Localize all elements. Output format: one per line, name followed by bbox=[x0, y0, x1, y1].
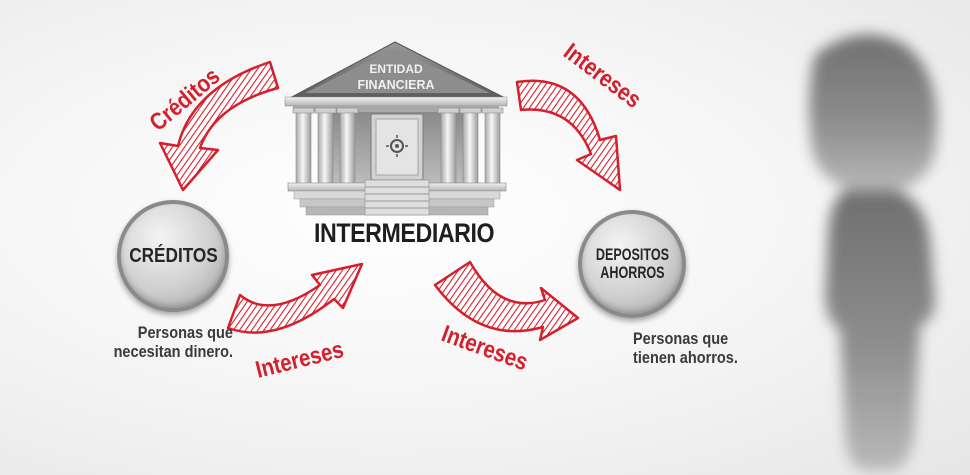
depositos-title-line2: AHORROS bbox=[599, 263, 665, 282]
creditos-node: CRÉDITOS bbox=[117, 200, 229, 312]
bank-sign-line2: FINANCIERA bbox=[357, 78, 434, 92]
arrow-bottom-left bbox=[226, 262, 364, 334]
depositos-title-line1: DEPOSITOS bbox=[595, 245, 669, 265]
intermediario-label: INTERMEDIARIO bbox=[314, 218, 495, 248]
depositos-node-title: DEPOSITOS AHORROS bbox=[589, 246, 674, 282]
savers-caption-line2: tienen ahorros. bbox=[633, 348, 738, 367]
arrow-label-intereses-bottom-left: Intereses bbox=[253, 335, 346, 383]
borrowers-caption-line1: Personas que bbox=[137, 324, 233, 342]
bank-sign-line1: ENTIDAD bbox=[369, 62, 423, 76]
arrow-top-left bbox=[158, 60, 280, 192]
arrow-bottom-right bbox=[433, 260, 580, 342]
borrowers-caption-line2: necesitan dinero. bbox=[113, 342, 233, 361]
arrow-top-right bbox=[515, 79, 622, 192]
savers-caption: Personas que tienen ahorros. bbox=[633, 330, 791, 368]
creditos-node-title: CRÉDITOS bbox=[128, 244, 218, 267]
borrowers-caption: Personas que necesitan dinero. bbox=[75, 324, 233, 362]
depositos-node: DEPOSITOS AHORROS bbox=[578, 210, 686, 318]
savers-caption-line1: Personas que bbox=[633, 330, 729, 348]
